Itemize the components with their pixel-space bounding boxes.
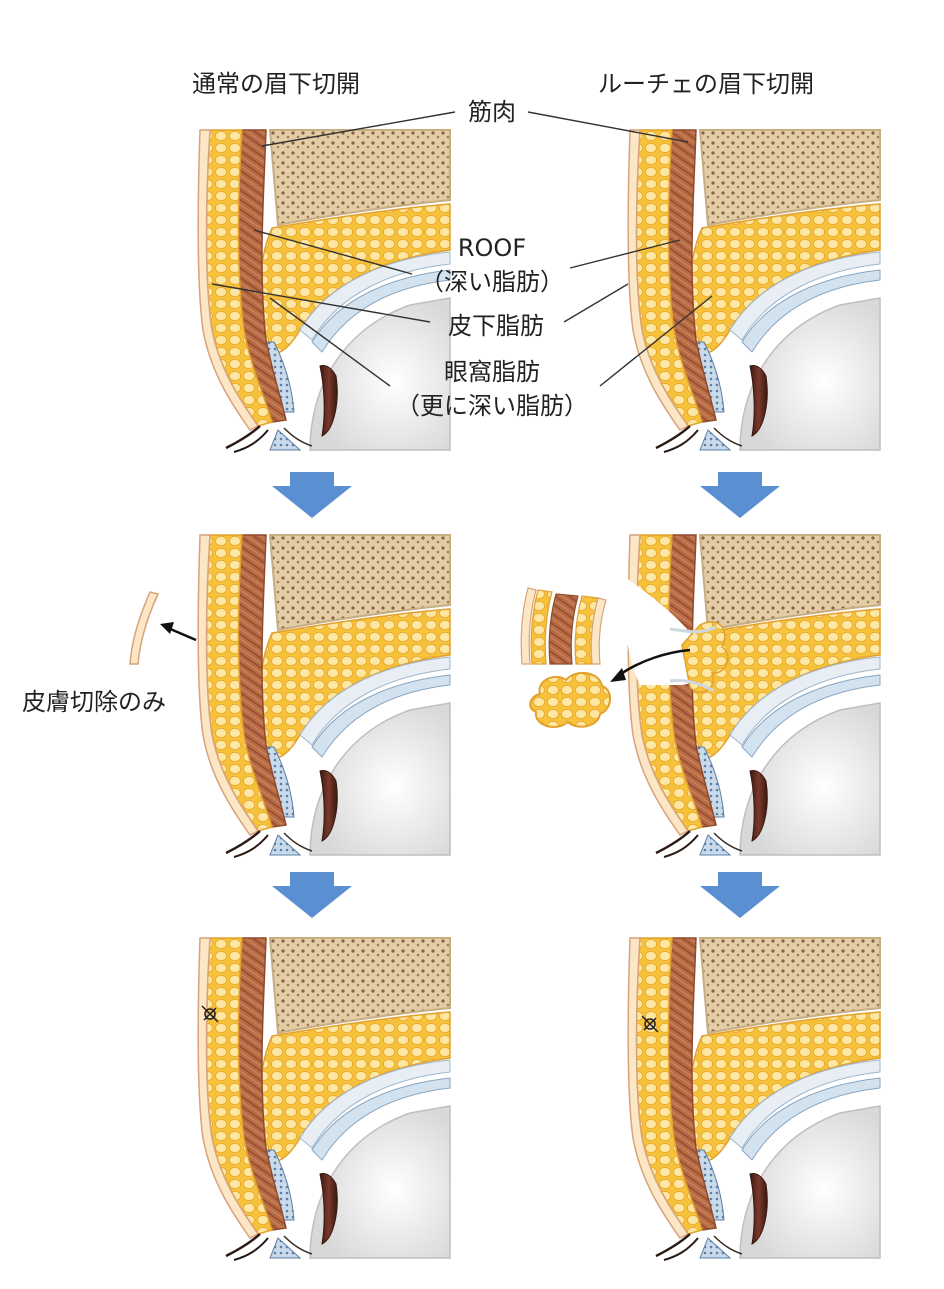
heading-standard: 通常の眉下切開: [192, 70, 360, 98]
down-arrow-icon: [272, 472, 352, 518]
label-orbital-fat-sub: （更に深い脂肪）: [396, 392, 588, 420]
removed-tissue-block: [520, 587, 607, 665]
panel-luce-before: [626, 128, 882, 454]
down-arrow-icon: [700, 872, 780, 918]
panel-standard-excision: [196, 533, 452, 859]
label-muscle: 筋肉: [468, 98, 516, 126]
heading-luce: ルーチェの眉下切開: [598, 70, 814, 98]
suture-icon: [201, 1005, 219, 1023]
label-leader-lines: [211, 111, 713, 387]
label-roof: ROOF: [458, 234, 526, 262]
removal-arrow-left: [160, 622, 197, 642]
panel-luce-after: [626, 936, 882, 1262]
panel-luce-excision: [622, 533, 882, 859]
suture-icon: [641, 1015, 659, 1033]
removal-arrow-right: [610, 648, 691, 682]
label-skin-only: 皮膚切除のみ: [22, 688, 166, 716]
removed-fat-clump: [529, 671, 611, 728]
label-orbital-fat: 眼窩脂肪: [444, 358, 540, 386]
down-arrow-icon: [700, 472, 780, 518]
down-arrow-icon: [272, 872, 352, 918]
removed-skin-strip: [129, 591, 160, 665]
label-subcutaneous-fat: 皮下脂肪: [448, 312, 544, 340]
panel-standard-after: [196, 936, 452, 1262]
label-roof-sub: （深い脂肪）: [420, 268, 564, 296]
